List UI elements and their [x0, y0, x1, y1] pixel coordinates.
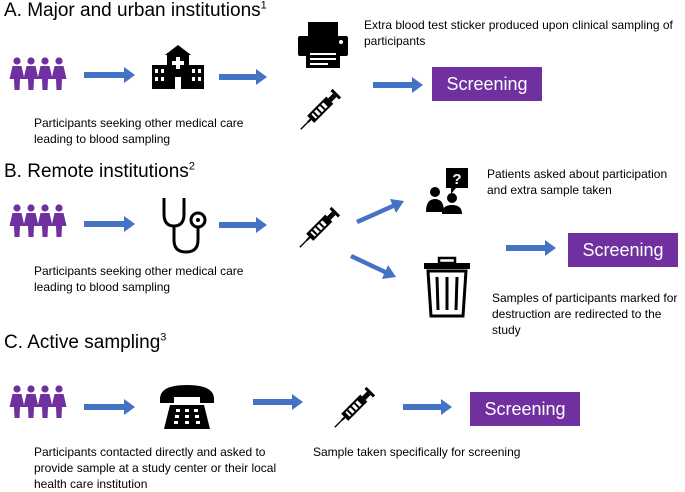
arrow-a2 — [219, 69, 267, 85]
arrow-a3 — [373, 77, 423, 93]
screening-box-a: Screening — [432, 67, 542, 101]
arrow-c3 — [403, 399, 452, 415]
heading-a: A. Major and urban institutions1 — [4, 0, 267, 21]
arrow-b3 — [356, 199, 404, 224]
destruction-text: Samples of participants marked for destr… — [492, 291, 678, 337]
syringe-icon-c — [330, 386, 376, 432]
hospital-icon — [152, 45, 204, 89]
contacted-text: Participants contacted directly and aske… — [34, 445, 277, 491]
sticker-text: Extra blood test sticker produced upon c… — [364, 18, 673, 48]
sample-text: Sample taken specifically for screening — [313, 445, 521, 459]
arrow-a1 — [84, 67, 135, 83]
arrow-c2 — [253, 394, 303, 410]
people-icon-c — [10, 385, 67, 418]
arrow-c1 — [84, 399, 135, 415]
participants-text-a: Participants seeking other medical care … — [34, 116, 244, 146]
arrow-b1 — [84, 216, 135, 232]
stethoscope-icon — [162, 198, 207, 254]
arrow-b5 — [506, 240, 556, 256]
heading-c: C. Active sampling3 — [4, 331, 167, 353]
participants-text-b: Participants seeking other medical care … — [34, 264, 244, 294]
telephone-icon — [160, 385, 214, 429]
syringe-icon-a — [296, 88, 342, 134]
arrow-b2 — [219, 217, 267, 233]
people-icon-a — [10, 57, 67, 90]
patients-text: Patients asked about participation and e… — [487, 167, 668, 197]
printer-icon — [298, 22, 348, 68]
trash-can-icon — [424, 256, 470, 318]
question-people-icon: ? — [426, 168, 468, 214]
people-icon-b — [10, 204, 67, 237]
arrow-b4 — [350, 254, 396, 279]
screening-box-c: Screening — [470, 392, 580, 426]
heading-b: B. Remote institutions2 — [4, 160, 195, 182]
syringe-icon-b — [295, 206, 341, 252]
screening-box-b: Screening — [568, 233, 678, 267]
svg-text:?: ? — [452, 171, 461, 188]
